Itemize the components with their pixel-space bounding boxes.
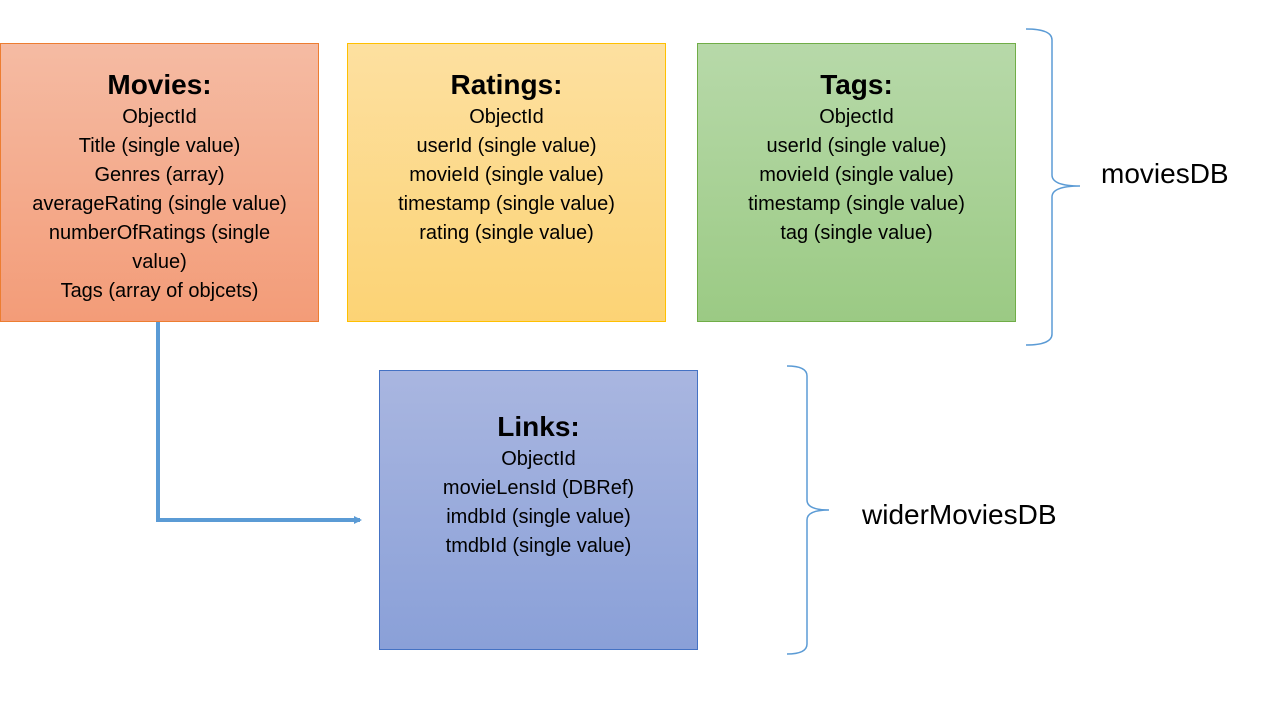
movies-db-brace — [1025, 28, 1081, 346]
tags-field: userId (single value) — [766, 135, 947, 157]
movies-db-label: moviesDB — [1101, 158, 1229, 189]
ratings-field: userId (single value) — [416, 135, 597, 157]
movies-field: numberOfRatings (single value) — [48, 222, 271, 273]
ratings-field: ObjectId — [469, 106, 544, 128]
ratings-fields: ObjectId userId (single value) movieId (… — [398, 103, 615, 248]
links-collection-box: Links: ObjectId movieLensId (DBRef) imdb… — [379, 370, 698, 650]
links-field: movieLensId (DBRef) — [442, 477, 635, 499]
ratings-collection-box: Ratings: ObjectId userId (single value) … — [347, 43, 666, 322]
tags-title: Tags: — [820, 69, 893, 100]
tags-field: tag (single value) — [780, 222, 933, 244]
links-title: Links: — [497, 411, 580, 442]
movies-field: Title (single value) — [78, 135, 241, 157]
links-field: ObjectId — [501, 448, 576, 470]
ratings-title: Ratings: — [450, 69, 563, 100]
tags-field: timestamp (single value) — [748, 193, 965, 215]
movies-field: ObjectId — [122, 106, 197, 128]
links-fields: ObjectId movieLensId (DBRef) imdbId (sin… — [443, 445, 634, 561]
movies-collection-box: Movies: ObjectId Title (single value) Ge… — [0, 43, 319, 322]
tags-collection-box: Tags: ObjectId userId (single value) mov… — [697, 43, 1016, 322]
ratings-field: timestamp (single value) — [398, 193, 615, 215]
tags-field: movieId (single value) — [759, 164, 954, 186]
movies-field: averageRating (single value) — [32, 193, 287, 215]
links-field: imdbId (single value) — [446, 506, 631, 528]
tags-field: ObjectId — [819, 106, 894, 128]
movies-field: Genres (array) — [94, 164, 225, 186]
ratings-field: rating (single value) — [419, 222, 594, 244]
tags-fields: ObjectId userId (single value) movieId (… — [748, 103, 965, 248]
wider-movies-db-label: widerMoviesDB — [862, 499, 1057, 530]
movies-field: Tags (array of objcets) — [60, 280, 259, 302]
movies-fields: ObjectId Title (single value) Genres (ar… — [10, 103, 310, 306]
movies-to-links-arrow — [156, 322, 362, 524]
ratings-field: movieId (single value) — [409, 164, 604, 186]
links-field: tmdbId (single value) — [445, 535, 632, 557]
wider-movies-db-brace — [786, 365, 830, 655]
movies-title: Movies: — [107, 69, 212, 100]
